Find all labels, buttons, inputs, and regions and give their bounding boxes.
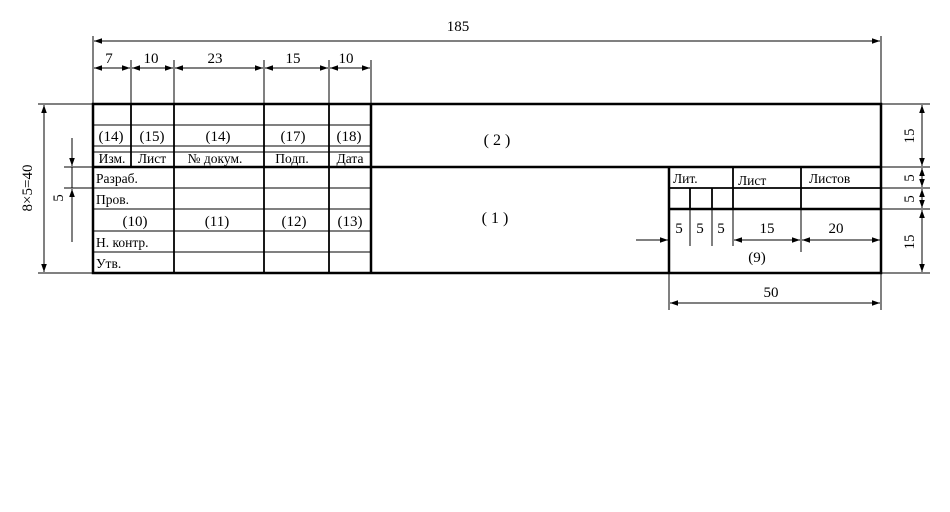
cell-number: (12) (282, 214, 307, 230)
row-label-n-kontr: Н. контр. (96, 235, 149, 250)
header-lit: Лит. (673, 171, 698, 186)
dim-listov-cell: 20 (829, 221, 844, 237)
dim-col-data: 10 (339, 51, 354, 67)
dim-col-izm: 7 (105, 51, 113, 67)
cell-number: (13) (338, 214, 363, 230)
row-label-utv: Утв. (96, 256, 121, 271)
dim-right-block-width: 50 (764, 285, 779, 301)
row-labels: Разраб. Пров. Н. контр. Утв. (96, 171, 149, 271)
cell-number: (15) (140, 129, 165, 145)
header-podp: Подп. (275, 151, 309, 166)
cell-number: (17) (281, 129, 306, 145)
dim-lit-cell-3: 5 (717, 221, 725, 237)
dim-list-cell: 15 (760, 221, 775, 237)
header-right-list: Лист (738, 173, 766, 188)
dim-col-doc: 23 (208, 51, 223, 67)
column-headers: Изм. Лист № докум. Подп. Дата (99, 151, 364, 166)
dim-total-height: 8×5=40 (20, 165, 36, 212)
field-1-label: ( 1 ) (482, 210, 509, 227)
dim-lit-cell-2: 5 (696, 221, 704, 237)
cell-number: (11) (205, 214, 229, 230)
top-row-numbers: (14) (15) (14) (17) (18) (99, 129, 362, 145)
dimension-labels: 185 7 10 23 15 10 8×5=40 5 15 5 5 15 5 5… (20, 19, 918, 301)
cell-number: (18) (337, 129, 362, 145)
row-label-razrab: Разраб. (96, 171, 138, 186)
dim-col-podp: 15 (286, 51, 301, 67)
header-data: Дата (337, 151, 364, 166)
cell-number: (14) (99, 129, 124, 145)
dimension-lines (38, 36, 930, 310)
field-2-label: ( 2 ) (484, 132, 511, 149)
dim-col-list: 10 (144, 51, 159, 67)
header-list: Лист (138, 151, 166, 166)
dim-top-block-height: 15 (902, 129, 918, 144)
middle-row-numbers: (10) (11) (12) (13) (123, 214, 363, 230)
dim-lit-cell-1: 5 (675, 221, 683, 237)
cell-number: (10) (123, 214, 148, 230)
header-doc: № докум. (188, 151, 243, 166)
field-9-label: (9) (748, 250, 766, 266)
header-izm: Изм. (99, 151, 126, 166)
header-listov: Листов (809, 171, 850, 186)
dim-row-height: 5 (51, 194, 67, 202)
dim-lit-row-2: 5 (902, 195, 918, 203)
dim-bottom-block-height: 15 (902, 235, 918, 250)
right-headers: Лит. Лист Листов (673, 171, 850, 188)
title-block-frame (91, 102, 883, 275)
row-label-prov: Пров. (96, 192, 129, 207)
cell-number: (14) (206, 129, 231, 145)
dim-overall-width: 185 (447, 19, 470, 35)
dim-lit-row-1: 5 (902, 174, 918, 182)
